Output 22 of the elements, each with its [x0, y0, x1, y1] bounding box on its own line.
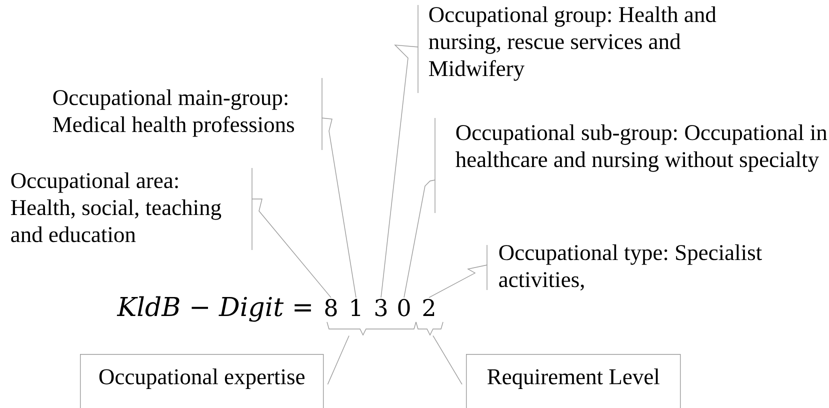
leader-line — [327, 335, 350, 385]
digit: 8 — [325, 298, 337, 316]
callout-text: Occupational sub-group: Occupational in healthcare and nursing without specialty — [456, 124, 828, 172]
leader-line — [428, 264, 488, 298]
leader-line — [322, 118, 356, 298]
digit: 3 — [375, 298, 387, 316]
digit: 1 — [352, 298, 360, 316]
callout-text: Occupational main-group: Medical health professions — [53, 89, 294, 137]
callout-text: Occupational area: Health, social, teaching and education — [11, 172, 222, 242]
label-box: Requirement Level — [466, 354, 681, 408]
formula-text: KldB − Digit = — [116, 296, 311, 322]
leader-line — [380, 44, 418, 298]
digit: 0 — [398, 298, 410, 316]
brace — [416, 322, 444, 336]
digit: 2 — [423, 298, 434, 316]
leader-line — [432, 335, 462, 385]
callout-text: Occupational type: Specialist activities, — [499, 244, 762, 290]
leader-line — [252, 198, 332, 298]
leader-line — [404, 180, 436, 298]
label-box: Occupational expertise — [80, 354, 324, 408]
brace — [326, 322, 416, 336]
callout-text: Occupational group: Health and nursing, rescue services and Midwifery — [428, 6, 716, 81]
